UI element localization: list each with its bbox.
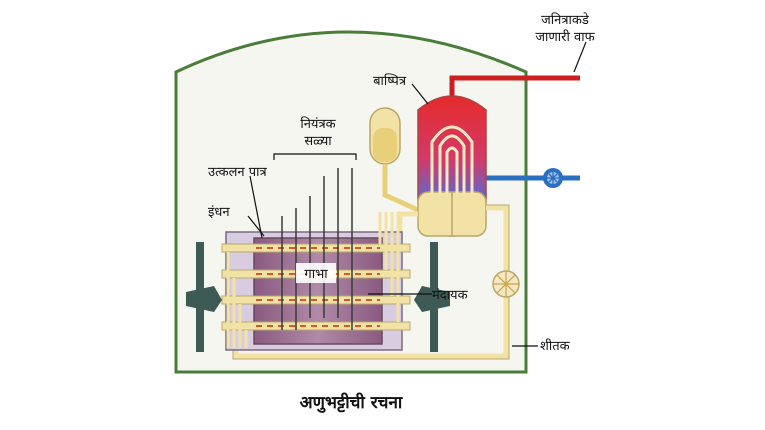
control-rods-bracket [273,153,357,160]
core-label-bg [296,263,336,283]
steam-generator [417,95,487,237]
left-support [186,242,222,352]
diagram-caption: अणुभट्टीची रचना [300,392,403,413]
feedwater-pump-icon [543,168,563,188]
leader-lines [247,41,587,347]
coolant-pump-icon [492,270,520,298]
label-control-rods-1: नियंत्रक [300,116,336,132]
label-moderator: मंदायक [432,288,469,303]
label-steam-to-generator-2: जाणारी वाफ [535,29,595,45]
label-pressure-vessel: उत्कलन पात्र [208,165,268,180]
label-control-rods-2: सळ्या [304,134,332,149]
label-core: गाभा [304,267,328,282]
right-support [414,242,450,352]
pressurizer [369,107,420,213]
label-steam-to-generator-1: जनित्राकडे [541,12,590,28]
control-rods [281,168,353,330]
label-fuel: इंधन [208,205,230,220]
label-coolant: शीतक [540,338,571,354]
label-steam-generator: बाष्पित्र [373,73,407,89]
